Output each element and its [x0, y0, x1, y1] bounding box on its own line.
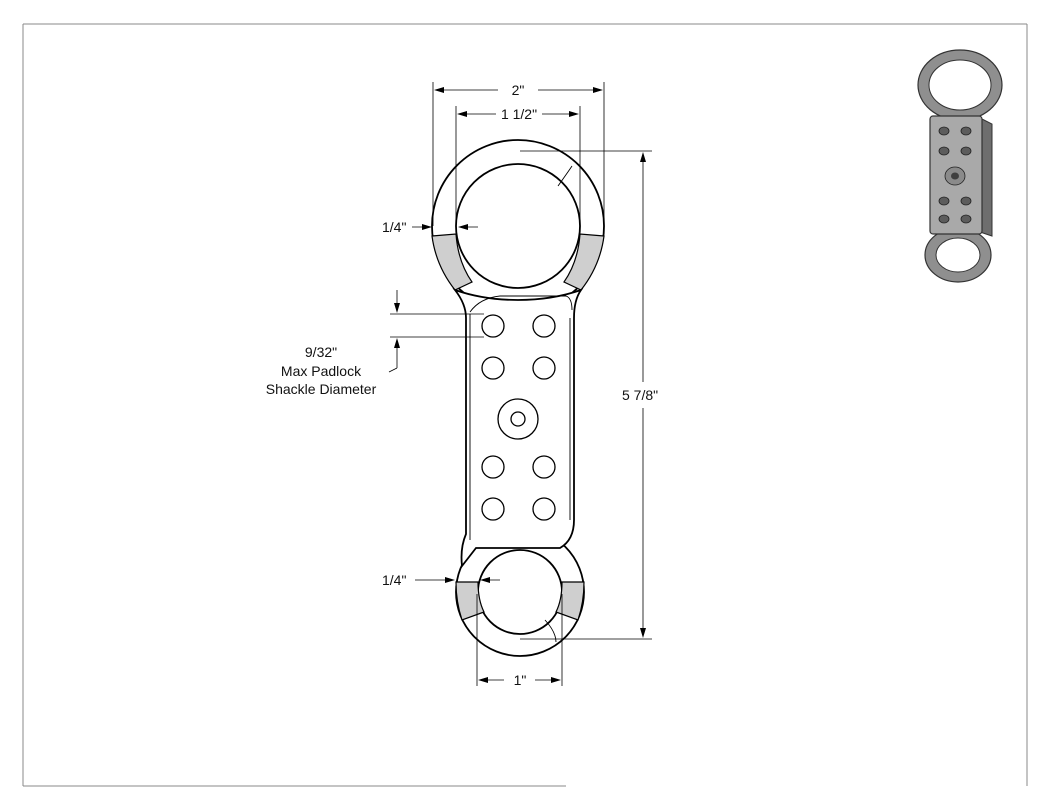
padlock-hole [481, 314, 505, 338]
padlock-note-label: Max Padlock [281, 363, 362, 379]
top-ring-inner [455, 163, 581, 289]
padlock-hole [481, 455, 505, 479]
center-rivet-inner [510, 411, 526, 427]
padlock-note-size: 9/32" [305, 344, 337, 360]
top-ring-gap [557, 165, 573, 187]
drawing-frame [22, 23, 1028, 787]
padlock-hole [532, 356, 556, 380]
padlock-hole [481, 497, 505, 521]
dim-overall-width: 2" [512, 82, 525, 98]
padlock-hole [532, 497, 556, 521]
top-ring-band-right [563, 233, 605, 291]
bottom-ring-gap [544, 619, 557, 643]
padlock-hole [532, 314, 556, 338]
bottom-ring-band-right [555, 581, 585, 621]
padlock-hole [481, 356, 505, 380]
bottom-ring-inner [477, 549, 563, 635]
dim-top-ring-thickness: 1/4" [382, 219, 406, 235]
padlock-note-label2: Shackle Diameter [266, 381, 377, 397]
plate-edge [469, 295, 573, 313]
padlock-hole [532, 455, 556, 479]
dim-overall-length: 5 7/8" [622, 387, 658, 403]
dimension-arrows [394, 87, 646, 683]
hasp-isometric-icon [917, 49, 1003, 283]
dim-inner-width: 1 1/2" [501, 106, 537, 122]
dim-bottom-inner-width: 1" [514, 672, 527, 688]
hasp-drawing [431, 139, 605, 657]
top-ring-band-left [431, 233, 473, 291]
dim-bottom-ring-thickness: 1/4" [382, 572, 406, 588]
